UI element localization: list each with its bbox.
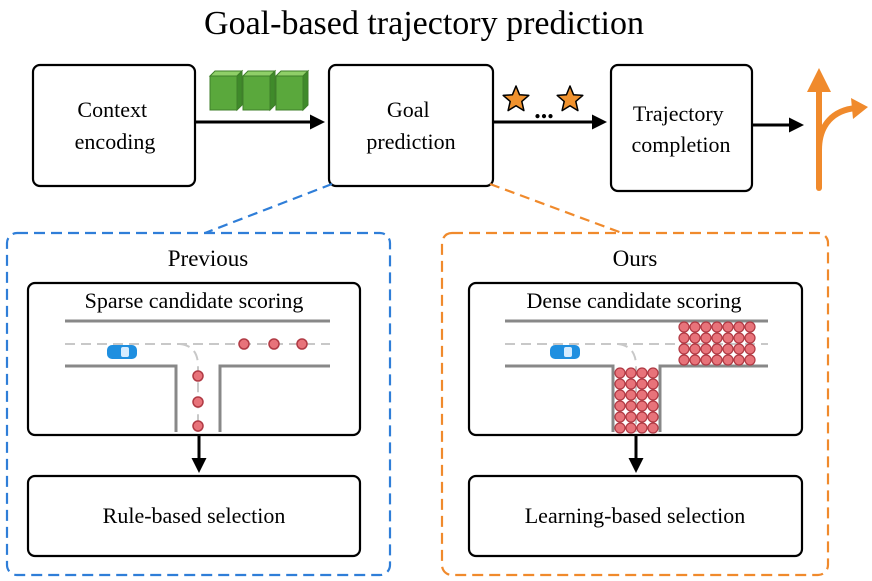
feature-tensor-icon — [208, 69, 310, 112]
trajectory-completion-label-line2: completion — [632, 132, 731, 157]
candidate-point — [614, 411, 626, 423]
candidate-point — [614, 422, 626, 434]
candidate-point — [711, 354, 723, 366]
ours-panel — [440, 231, 830, 577]
candidate-point — [647, 422, 659, 434]
ego-car-icon — [107, 345, 137, 359]
trajectory-completion-box — [609, 63, 754, 193]
previous-road-scene — [65, 319, 330, 432]
candidate-point — [744, 354, 756, 366]
candidate-point — [733, 343, 745, 355]
goal-star-icon — [556, 85, 584, 112]
candidate-point — [636, 422, 648, 434]
candidate-point — [625, 422, 637, 434]
svg-text:Goal prediction: Goal prediction — [366, 97, 455, 154]
candidate-point — [744, 332, 756, 344]
candidate-point — [744, 321, 756, 333]
goal-prediction-label-line2: prediction — [366, 129, 455, 154]
candidate-point — [689, 354, 701, 366]
context-encoding-label-line2: encoding — [75, 129, 156, 154]
ego-car-icon — [550, 345, 580, 359]
candidate-point — [614, 378, 626, 390]
rule-based-selection-label: Rule-based selection — [103, 503, 286, 528]
candidate-point — [733, 332, 745, 344]
candidate-point — [614, 389, 626, 401]
trajectory-arrowhead-icon — [807, 68, 831, 92]
sparse-candidate-points — [192, 338, 308, 432]
ours-road-scene — [505, 319, 768, 432]
context-encoding-label-line1: Context — [77, 97, 147, 122]
context-encoding-box — [31, 63, 197, 188]
candidate-point — [722, 343, 734, 355]
candidate-point — [678, 343, 690, 355]
candidate-point — [689, 321, 701, 333]
ours-heading: Ours — [613, 246, 658, 271]
candidate-point — [700, 343, 712, 355]
candidate-point — [647, 367, 659, 379]
goal-star-icon — [502, 85, 530, 112]
candidate-point — [700, 332, 712, 344]
candidate-point — [636, 411, 648, 423]
candidate-point — [647, 378, 659, 390]
candidate-point — [647, 389, 659, 401]
learning-based-selection-box — [467, 474, 804, 558]
candidate-point — [689, 332, 701, 344]
goal-ellipsis: ... — [534, 95, 554, 124]
candidate-point — [700, 354, 712, 366]
svg-text:Context encoding: Context encoding — [75, 97, 156, 154]
candidate-point — [733, 321, 745, 333]
ours-connector-line — [489, 182, 623, 235]
candidate-point — [711, 343, 723, 355]
candidate-point — [614, 367, 626, 379]
diagram-title: Goal-based trajectory prediction — [204, 5, 644, 42]
candidate-point — [711, 332, 723, 344]
candidate-point — [733, 354, 745, 366]
dense-candidate-grid-branch — [614, 367, 659, 434]
candidate-point — [636, 389, 648, 401]
dense-scoring-title: Dense candidate scoring — [526, 288, 741, 313]
candidate-point — [689, 343, 701, 355]
sparse-scoring-title: Sparse candidate scoring — [85, 288, 304, 313]
candidate-point — [744, 343, 756, 355]
candidate-point — [647, 400, 659, 412]
candidate-point — [722, 321, 734, 333]
goal-prediction-box — [327, 63, 495, 188]
trajectory-arrowhead-icon — [851, 98, 868, 119]
goal-prediction-label-line1: Goal — [387, 97, 430, 122]
candidate-point — [625, 367, 637, 379]
candidate-point — [636, 400, 648, 412]
candidate-point — [614, 400, 626, 412]
candidate-point — [678, 332, 690, 344]
candidate-point — [636, 378, 648, 390]
candidate-point — [647, 411, 659, 423]
svg-text:Trajectory completion: Trajectory completion — [632, 101, 731, 157]
candidate-point — [722, 332, 734, 344]
learning-based-selection-label: Learning-based selection — [525, 503, 746, 528]
rule-based-selection-box — [26, 474, 362, 558]
candidate-point — [625, 389, 637, 401]
candidate-point — [625, 378, 637, 390]
candidate-point — [636, 367, 648, 379]
candidate-point — [625, 411, 637, 423]
trajectory-completion-label-line1: Trajectory — [633, 101, 724, 126]
candidate-point — [678, 354, 690, 366]
previous-heading: Previous — [168, 246, 249, 271]
candidate-point — [625, 400, 637, 412]
candidate-point — [711, 321, 723, 333]
candidate-point — [678, 321, 690, 333]
dense-candidate-grid-lane — [678, 321, 756, 366]
candidate-point — [722, 354, 734, 366]
predicted-trajectories-icon — [816, 83, 859, 191]
candidate-point — [700, 321, 712, 333]
previous-connector-line — [204, 182, 333, 235]
